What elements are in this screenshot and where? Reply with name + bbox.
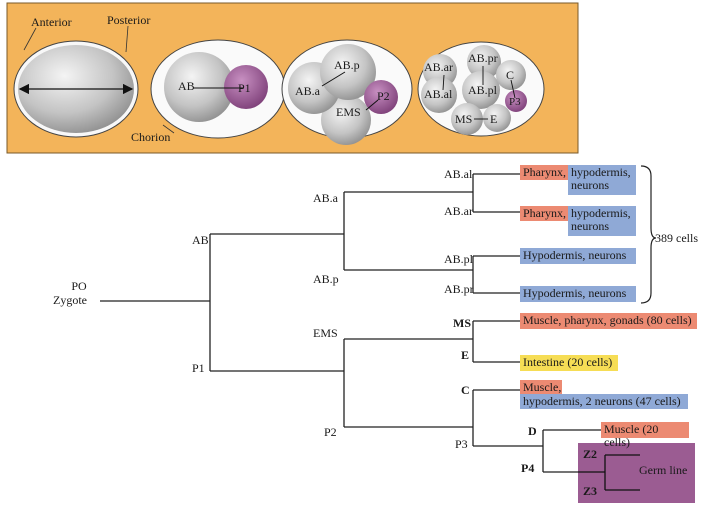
node-z2: Z2 bbox=[583, 447, 598, 461]
fate-abal: Pharynx, hypodermis,neurons bbox=[520, 165, 636, 195]
fate-abal-pharynx: Pharynx, bbox=[520, 165, 568, 180]
posterior-label: Posterior bbox=[107, 13, 151, 27]
lineage-tree bbox=[100, 173, 601, 473]
fate-abpl: Hypodermis, neurons bbox=[520, 248, 636, 264]
node-ms: MS bbox=[453, 316, 471, 330]
node-d: D bbox=[528, 424, 537, 438]
node-abpr: AB.pr bbox=[444, 282, 474, 296]
cell-abar-8: AB.ar bbox=[424, 60, 453, 74]
cell-ms-8: MS bbox=[455, 112, 473, 126]
node-e: E bbox=[461, 348, 470, 362]
node-abar: AB.ar bbox=[444, 204, 473, 218]
node-abp: AB.p bbox=[313, 272, 339, 286]
node-p1: P1 bbox=[192, 361, 205, 375]
node-c: C bbox=[461, 383, 470, 397]
stage-zygote bbox=[13, 25, 139, 138]
fate-abar-hypo: hypodermis,neurons bbox=[568, 206, 636, 236]
fate-ms: Muscle, pharynx, gonads (80 cells) bbox=[520, 313, 697, 329]
fate-c-muscle: Muscle, bbox=[520, 380, 562, 395]
po-label: PO bbox=[71, 279, 87, 293]
fate-c-hypo: hypodermis, 2 neurons (47 cells) bbox=[520, 394, 688, 409]
fate-abar: Pharynx, hypodermis,neurons bbox=[520, 206, 636, 236]
node-aba: AB.a bbox=[313, 191, 338, 205]
fate-e: Intestine (20 cells) bbox=[520, 355, 618, 371]
node-ems: EMS bbox=[313, 326, 338, 340]
anterior-label: Anterior bbox=[31, 15, 72, 29]
germ-line-box bbox=[578, 443, 695, 503]
cell-abp-4: AB.p bbox=[334, 58, 360, 72]
cell-abal-8: AB.al bbox=[424, 87, 453, 101]
cell-aba-4: AB.a bbox=[295, 84, 320, 98]
bracket bbox=[640, 165, 657, 304]
fate-abal-hypo: hypodermis,neurons bbox=[568, 165, 636, 195]
zygote-label: Zygote bbox=[53, 293, 87, 307]
cell-ems-4: EMS bbox=[336, 105, 361, 119]
cell-p3-8: P3 bbox=[509, 96, 521, 108]
germ-line-label: Germ line bbox=[639, 463, 688, 477]
cell-abpr-8: AB.pr bbox=[468, 51, 498, 65]
fate-c: Muscle, hypodermis, 2 neurons (47 cells) bbox=[520, 380, 688, 409]
fate-abar-pharynx: Pharynx, bbox=[520, 206, 568, 221]
cells-389-label: 389 cells bbox=[655, 231, 698, 245]
node-p4: P4 bbox=[521, 461, 535, 475]
fate-abpr: Hypodermis, neurons bbox=[520, 286, 636, 302]
cell-c-8: C bbox=[506, 68, 515, 82]
node-ab: AB bbox=[192, 233, 209, 247]
node-p3: P3 bbox=[455, 437, 468, 451]
stage-two-cell bbox=[150, 39, 286, 139]
node-abpl: AB.pl bbox=[444, 252, 474, 266]
cell-p1: P1 bbox=[238, 81, 251, 95]
stage-eight-cell bbox=[417, 41, 545, 137]
node-p2: P2 bbox=[324, 425, 337, 439]
node-z3: Z3 bbox=[583, 484, 598, 498]
stage-four-cell bbox=[281, 39, 413, 145]
cell-e-8: E bbox=[490, 112, 498, 126]
fate-d: Muscle (20 cells) bbox=[601, 422, 689, 449]
cell-p2-4: P2 bbox=[377, 89, 390, 103]
cell-ab: AB bbox=[178, 79, 195, 93]
node-abal: AB.al bbox=[444, 167, 473, 181]
cell-abpl-8: AB.pl bbox=[468, 83, 498, 97]
chorion-label: Chorion bbox=[131, 130, 171, 144]
